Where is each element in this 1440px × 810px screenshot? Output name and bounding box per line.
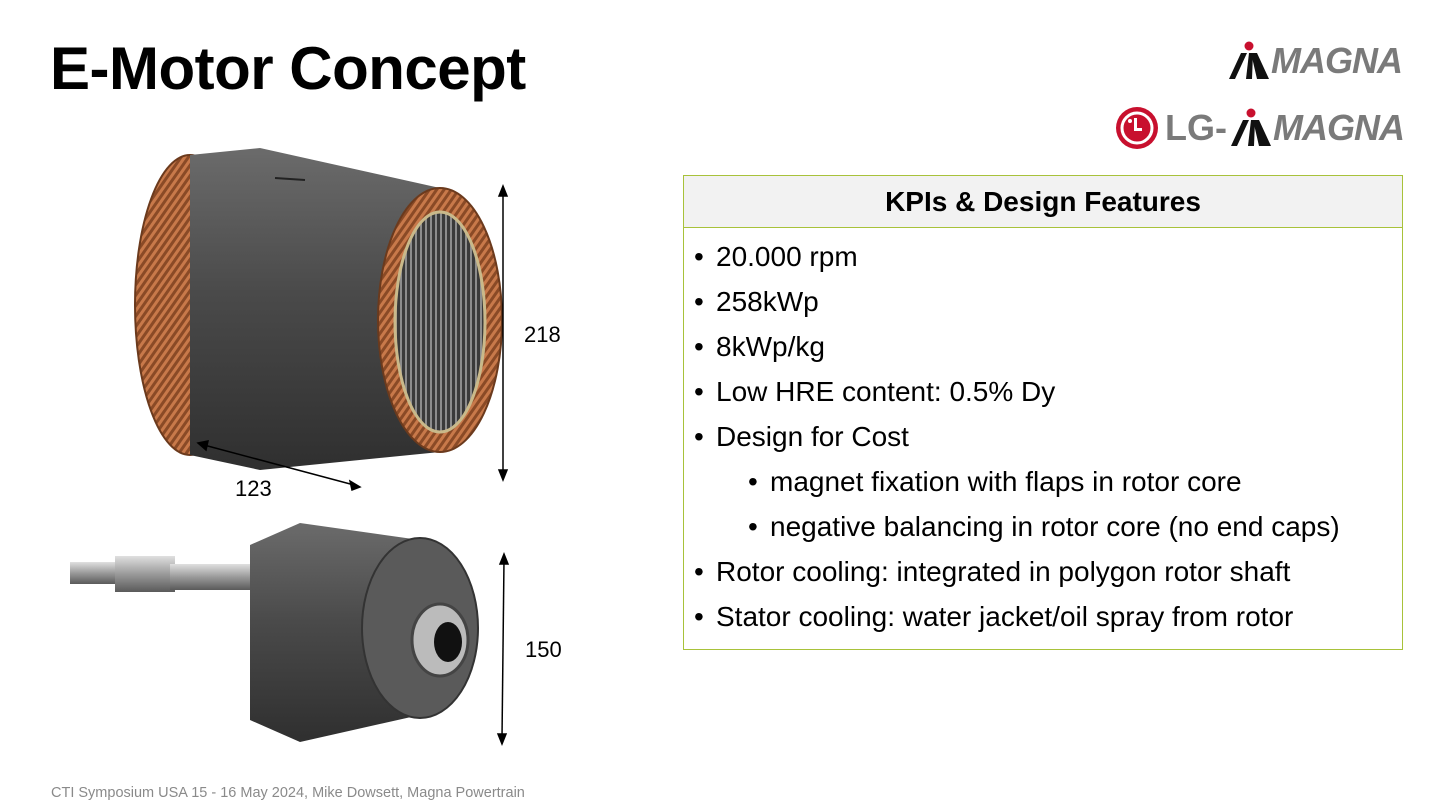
kpi-header: KPIs & Design Features [684, 176, 1402, 228]
kpi-item-text: Design for Cost [716, 421, 909, 452]
magna-emblem-icon [1229, 41, 1270, 79]
kpi-item-text: Rotor cooling: integrated in polygon rot… [716, 556, 1291, 587]
dimension-arrow-stator-length [196, 440, 362, 492]
stator-height-label: 218 [524, 322, 561, 347]
lg-magna-logo-text: MAGNA [1273, 107, 1405, 148]
bullet-icon: • [694, 556, 704, 587]
footer-text: CTI Symposium USA 15 - 16 May 2024, Mike… [51, 785, 525, 801]
slide-title: E-Motor Concept [50, 35, 526, 102]
dimension-arrow-stator-height [497, 183, 509, 483]
kpi-item-text: 8kWp/kg [716, 331, 825, 362]
kpi-item-text: negative balancing in rotor core (no end… [770, 511, 1340, 542]
magna-logo-text: MAGNA [1271, 40, 1403, 81]
lg-magna-logo: LG- MAGNA [1115, 104, 1405, 152]
kpi-item-text: 20.000 rpm [716, 241, 858, 272]
magna-emblem-icon [1231, 108, 1272, 146]
kpi-panel: KPIs & Design Features • 20.000 rpm • 258kW… [683, 175, 1403, 650]
kpi-item-text: Low HRE content: 0.5% Dy [716, 376, 1056, 407]
kpi-item: • 258kWp [694, 279, 1402, 324]
rotor-height-label: 150 [525, 637, 562, 662]
lg-face-icon [1116, 107, 1159, 149]
lg-logo-text: LG- [1165, 107, 1228, 148]
bullet-icon: • [694, 241, 704, 272]
kpi-item: • 8kWp/kg [694, 324, 1402, 369]
kpi-item: • Stator cooling: water jacket/oil spray … [694, 594, 1402, 639]
kpi-item: • Rotor cooling: integrated in polygon ro… [694, 549, 1402, 594]
kpi-item-text: magnet fixation with flaps in rotor core [770, 466, 1242, 497]
rotor-image [70, 523, 479, 742]
bullet-icon: • [694, 421, 704, 452]
stator-image [134, 148, 503, 470]
kpi-sub-item: • magnet fixation with flaps in rotor cor… [694, 459, 1402, 504]
dimension-arrow-rotor-height [496, 551, 510, 747]
stator-length-label: 123 [235, 476, 272, 501]
bullet-icon: • [694, 331, 704, 362]
motor-illustration [70, 148, 510, 747]
kpi-item-text: Stator cooling: water jacket/oil spray f… [716, 601, 1294, 632]
bullet-icon: • [748, 511, 758, 542]
kpi-sub-item: • negative balancing in rotor core (no en… [694, 504, 1402, 549]
kpi-item-text: 258kWp [716, 286, 819, 317]
magna-logo: MAGNA [1227, 40, 1403, 82]
kpi-item: • Low HRE content: 0.5% Dy [694, 369, 1402, 414]
bullet-icon: • [694, 286, 704, 317]
bullet-icon: • [694, 601, 704, 632]
bullet-icon: • [748, 466, 758, 497]
kpi-list: • 20.000 rpm • 258kWp • 8kWp/kg • Low HRE conte… [684, 228, 1402, 639]
kpi-item: • 20.000 rpm [694, 234, 1402, 279]
bullet-icon: • [694, 376, 704, 407]
kpi-item: • Design for Cost [694, 414, 1402, 459]
